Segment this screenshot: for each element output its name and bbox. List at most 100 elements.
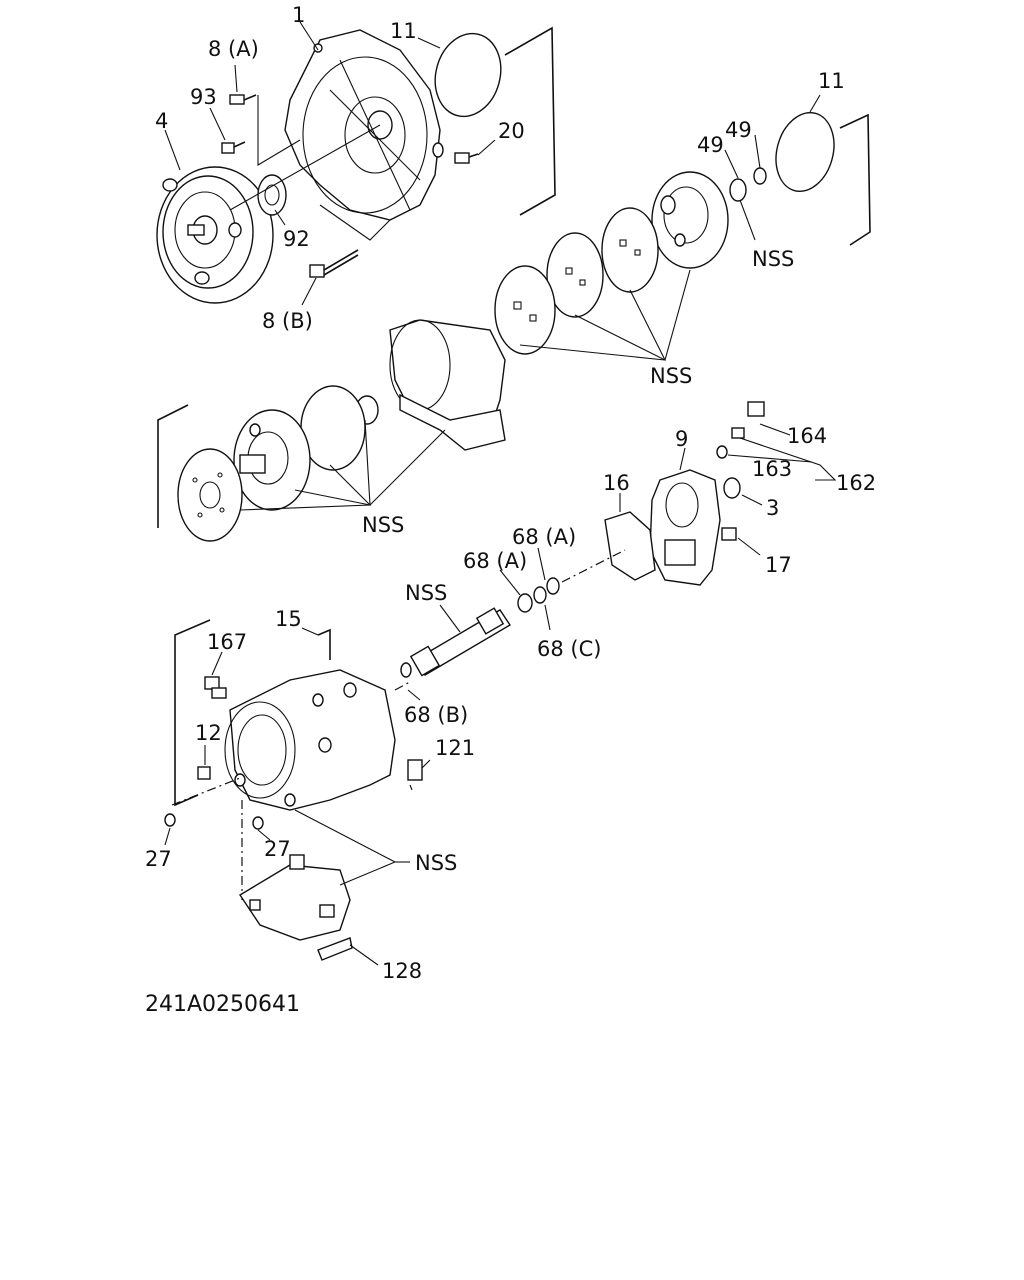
leader-line <box>499 569 521 596</box>
output-shaft-part <box>409 607 511 677</box>
detent-spring-part <box>317 937 353 961</box>
centerline <box>561 549 626 583</box>
gasket-part <box>604 511 656 581</box>
dipstick-clip-part <box>317 628 331 660</box>
callout-11-right: 11 <box>818 69 845 93</box>
leader-line <box>727 454 813 463</box>
bearing-part <box>517 593 533 613</box>
leader-line <box>439 604 461 633</box>
callout-8b: 8 (B) <box>262 309 313 333</box>
bracket-line <box>839 113 871 246</box>
clutch-plate-part <box>601 207 659 293</box>
leader-line <box>574 269 691 361</box>
leader-line <box>234 64 238 93</box>
callout-27-right: 27 <box>264 837 291 861</box>
separator-plate-part <box>177 448 243 542</box>
leader-line <box>477 139 496 156</box>
callout-8a: 8 (A) <box>208 37 259 61</box>
callout-nss-clutch: NSS <box>650 364 692 388</box>
callout-49-upper: 49 <box>725 118 752 142</box>
callout-3: 3 <box>766 496 779 520</box>
leader-line <box>257 829 271 841</box>
callout-92: 92 <box>283 227 310 251</box>
thrust-washer-part <box>729 167 767 202</box>
bracket-line <box>174 619 211 807</box>
oil-seal-part <box>257 174 287 216</box>
callout-nss-oilpump: NSS <box>362 513 404 537</box>
leader-line <box>679 447 686 471</box>
o-ring-part <box>434 32 502 118</box>
callout-164: 164 <box>787 424 827 448</box>
converter-housing-part <box>284 29 444 221</box>
leader-line <box>544 604 551 631</box>
bolt-part <box>221 141 246 154</box>
leader-line <box>739 437 837 481</box>
callout-162: 162 <box>836 471 876 495</box>
leader-line <box>417 37 441 49</box>
leader-line <box>349 944 379 966</box>
leader-line <box>754 134 761 169</box>
bolt-part <box>721 527 737 541</box>
bearing-part <box>533 586 547 604</box>
callout-68b: 68 (B) <box>404 703 468 727</box>
clutch-plate-part <box>494 265 556 355</box>
callout-17: 17 <box>765 553 792 577</box>
assembly-line <box>229 124 381 211</box>
callout-163: 163 <box>752 457 792 481</box>
leader-line <box>369 429 446 506</box>
centerline <box>171 777 241 806</box>
callout-12: 12 <box>195 721 222 745</box>
leader-line <box>407 689 421 701</box>
callout-27-left: 27 <box>145 847 172 871</box>
callout-11: 11 <box>390 19 417 43</box>
oil-pump-part <box>233 409 311 511</box>
o-ring-part <box>252 816 264 830</box>
leader-line <box>164 129 181 171</box>
bracket-line <box>157 404 189 528</box>
callout-20: 20 <box>498 119 525 143</box>
bolt-part <box>454 152 479 164</box>
leader-line <box>301 627 319 636</box>
transmission-case-part <box>224 669 396 811</box>
o-ring-part <box>775 111 835 193</box>
clutch-drum-part <box>389 319 506 451</box>
breather-part <box>407 759 423 781</box>
leader-line <box>741 494 763 506</box>
callout-121: 121 <box>435 736 475 760</box>
leader-line <box>274 209 286 226</box>
assembly-line <box>257 95 301 166</box>
leader-line <box>537 547 546 581</box>
leader-line <box>209 107 226 141</box>
leader-line <box>739 199 756 241</box>
callout-1: 1 <box>292 3 305 27</box>
callout-9: 9 <box>675 427 688 451</box>
leader-line <box>421 759 431 769</box>
leader-line <box>164 827 171 846</box>
clutch-plate-part <box>546 232 604 318</box>
leader-line <box>299 21 319 51</box>
leader-line <box>724 149 739 179</box>
callout-nss-pump: NSS <box>752 247 794 271</box>
leader-line <box>809 94 821 113</box>
extension-housing-part <box>649 469 721 586</box>
callout-68a-lower: 68 (A) <box>463 549 527 573</box>
callout-93: 93 <box>190 85 217 109</box>
leader-line <box>759 423 791 436</box>
callout-15: 15 <box>275 607 302 631</box>
leader-line <box>737 537 761 556</box>
bearing-part <box>546 577 560 595</box>
callout-68a-upper: 68 (A) <box>512 525 576 549</box>
centerline <box>394 681 411 691</box>
callout-nss-shaft: NSS <box>405 581 447 605</box>
pump-body-part <box>651 171 729 269</box>
leader-line <box>301 277 317 306</box>
callout-49-lower: 49 <box>697 133 724 157</box>
bearing-part <box>400 662 412 678</box>
callout-167: 167 <box>207 630 247 654</box>
callout-nss-case: NSS <box>415 851 457 875</box>
plug-part <box>197 766 211 780</box>
bolt-part <box>229 94 257 105</box>
valve-body-part <box>239 854 351 941</box>
leader-line <box>211 651 223 676</box>
o-ring-part <box>164 813 176 827</box>
